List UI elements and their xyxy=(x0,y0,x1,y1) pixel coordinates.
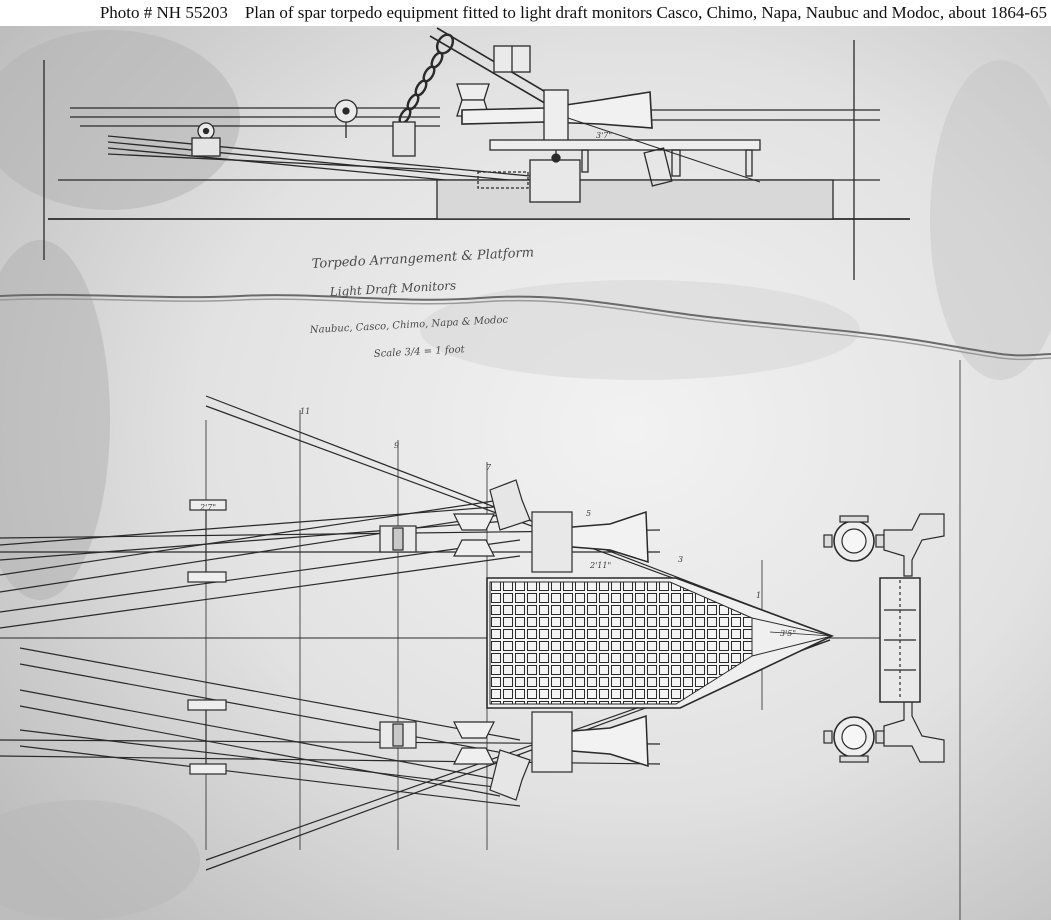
beam-support xyxy=(671,149,681,177)
upright-post xyxy=(543,89,569,149)
caption-title: Plan of spar torpedo equipment fitted to… xyxy=(244,3,1047,22)
spar-lower xyxy=(19,729,521,791)
paper-stain xyxy=(420,280,860,380)
chock-lower xyxy=(453,721,495,765)
mount-block-upper xyxy=(531,511,573,573)
photo-label: Photo # xyxy=(99,3,153,22)
photo-number: NH 55203 xyxy=(156,3,228,22)
frame-number: 1 xyxy=(756,591,761,600)
paper-stain xyxy=(0,30,240,210)
drawing-annotations: 3'7" 2'7" 2'11" 3'5" 11 9 7 5 3 1 xyxy=(199,131,796,638)
bow-bracket-upper xyxy=(883,513,945,577)
spar-lower xyxy=(19,745,521,807)
beam-support xyxy=(581,149,589,173)
beam-support xyxy=(745,149,753,177)
mount-block-lower xyxy=(531,711,573,773)
handwritten-subtitle: Light Draft Monitors xyxy=(328,278,456,299)
spar-lower xyxy=(19,647,521,741)
hull-block xyxy=(436,179,834,220)
paper-crease xyxy=(0,293,1051,357)
plan-view xyxy=(0,360,961,920)
frame-number: 7 xyxy=(486,463,492,472)
frame-number: 5 xyxy=(586,509,591,518)
spar-upper xyxy=(0,504,521,546)
hawse-ring-upper xyxy=(823,515,885,562)
rail-clamp-lower-core xyxy=(392,723,404,747)
spar-rail xyxy=(107,135,531,177)
spar-head-upper xyxy=(489,479,531,531)
frame-number: 3 xyxy=(678,555,683,564)
clamp-bracket-lower xyxy=(187,699,227,775)
platform-beam xyxy=(489,139,761,151)
paper-crease-shadow xyxy=(0,298,1051,361)
chain-bracket xyxy=(392,121,416,157)
hawse-ring-lower xyxy=(823,716,885,763)
paper-stain xyxy=(930,60,1051,380)
hoist-arm xyxy=(429,35,561,113)
chock-upper xyxy=(453,513,495,557)
angled-brace xyxy=(643,147,673,187)
lower-block xyxy=(529,159,581,203)
spar-upper xyxy=(0,499,501,576)
photo-caption: Photo # NH 55203 Plan of spar torpedo eq… xyxy=(0,0,1051,26)
paper-stain xyxy=(0,800,200,920)
stay-line xyxy=(567,117,761,183)
dimension-label: 3'5" xyxy=(780,629,796,638)
swivel-ring xyxy=(334,99,358,138)
spar-upper xyxy=(0,519,521,561)
dimension-line xyxy=(769,631,833,637)
step-block xyxy=(477,171,529,189)
rail-clamp-upper-core xyxy=(392,527,404,551)
frame-number: 11 xyxy=(300,407,310,416)
clamp-bracket-upper xyxy=(187,499,227,583)
dimension-label: 3'7" xyxy=(596,131,612,140)
bow-bracket-lower xyxy=(883,699,945,763)
paper-stain xyxy=(0,240,110,600)
spar-head-lower xyxy=(489,749,531,801)
spar-rail xyxy=(107,141,531,183)
pivot-bracket-left xyxy=(191,122,221,157)
spar-upper xyxy=(0,555,521,629)
side-elevation-view xyxy=(43,27,910,280)
spar-lower xyxy=(19,705,501,797)
dimension-label: 2'7" xyxy=(199,503,216,512)
dimension-label: 2'11" xyxy=(589,561,611,570)
top-pulley xyxy=(493,45,531,73)
spar-rail xyxy=(107,153,441,171)
blueprint-sheet: Torpedo Arrangement & Platform Light Dra… xyxy=(0,26,1051,920)
spar-upper xyxy=(0,514,501,593)
handwritten-scale: Scale 3/4 = 1 foot xyxy=(374,344,466,360)
frame-number: 9 xyxy=(394,441,399,450)
spar-lower xyxy=(19,689,501,781)
spar-lower xyxy=(19,663,521,757)
technical-drawing: Torpedo Arrangement & Platform Light Dra… xyxy=(0,26,1051,920)
